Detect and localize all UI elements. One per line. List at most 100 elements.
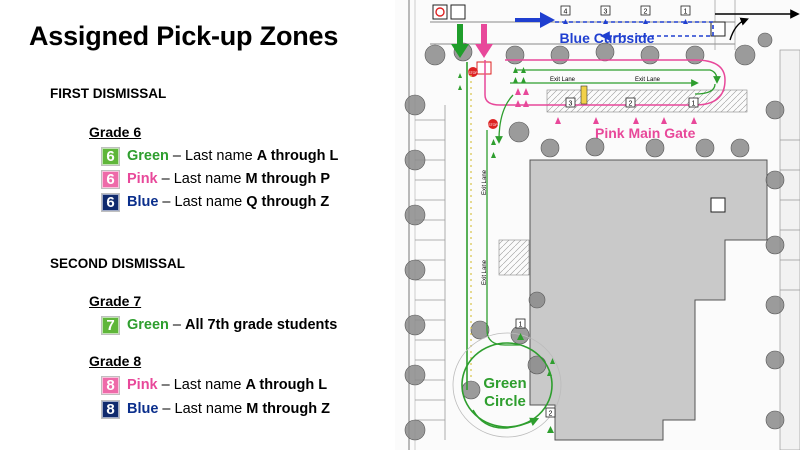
green-station-marker: [515, 318, 526, 329]
green-stations: 1 2: [458, 67, 556, 433]
green-circle-label-2: Circle: [484, 393, 526, 410]
zone-color-name: Blue: [127, 401, 159, 417]
exit-lane-left: [486, 130, 520, 346]
parking-stalls-right: [780, 139, 800, 291]
blue-stations: 4 3 2 1: [560, 5, 691, 24]
circle-drive-edge: [452, 332, 562, 438]
zone-color-name: Pink: [127, 377, 158, 393]
page-title: Assigned Pick-up Zones: [29, 21, 339, 51]
pink-station-marker: [688, 97, 699, 108]
pink-station-marker: [565, 97, 576, 108]
row-range: A through L: [256, 148, 339, 164]
grade-6-pink-badge: 6: [101, 169, 120, 189]
row-text: Last name: [173, 171, 246, 187]
blue-station-label: 4: [564, 9, 568, 16]
pink-entry-arrow-icon: [475, 24, 493, 58]
hatched-area: [498, 239, 530, 276]
blue-curbside-label: Blue Curbside: [560, 30, 655, 46]
exit-lane-label-2: Exit Lane: [635, 77, 661, 83]
grade-6-label: Grade 6: [89, 124, 142, 140]
no-turn-sign-icon: [450, 4, 466, 20]
turn-arrow: [729, 17, 749, 41]
grade-6-green-badge: 6: [101, 146, 120, 166]
row-range: Q through Z: [246, 194, 330, 210]
blue-station-marker: [640, 5, 651, 16]
blue-station-marker: [600, 5, 611, 16]
blue-station-label: 3: [604, 9, 608, 16]
green-station-marker: [545, 407, 556, 418]
grade-8-blue-badge: 8: [101, 399, 120, 419]
zone-color-name: Green: [127, 148, 169, 164]
blue-station-label: 2: [644, 9, 648, 16]
first-dismissal-header: FIRST DISMISSAL: [50, 86, 167, 101]
dash: –: [161, 171, 170, 187]
school-building: [529, 159, 768, 441]
green-circle-arrow: [472, 409, 540, 429]
green-station-label: 1: [519, 322, 523, 329]
grade-7-green-row: 7 Green – All 7th grade students: [101, 315, 338, 335]
second-dismissal-header: SECOND DISMISSAL: [50, 256, 186, 271]
pink-station-label: 2: [629, 101, 633, 108]
stop-sign-icon: [488, 119, 498, 129]
stop-sign-icon: [468, 67, 478, 77]
exit-lane-upper-left: [495, 94, 514, 144]
row-range: M through P: [245, 171, 331, 187]
grade-7-green-badge: 7: [101, 315, 120, 335]
pink-main-gate-label: Pink Main Gate: [595, 125, 696, 141]
pink-station-marker: [625, 97, 636, 108]
blue-station-marker: [560, 5, 571, 16]
no-entry-sign-icon: [432, 4, 448, 20]
exit-lane-curve: [694, 83, 716, 95]
green-circle-label-1: Green: [483, 375, 526, 392]
row-text: Last name: [185, 148, 257, 164]
site-map: 4 3 2 1 Blue Curbside Exit Lane Exit Lan…: [395, 0, 800, 450]
grade-6-blue-row: 6 Blue – Last name Q through Z: [101, 192, 330, 212]
site-map-svg: 4 3 2 1 Blue Curbside Exit Lane Exit Lan…: [395, 0, 800, 450]
grade-8-pink-badge: 8: [101, 375, 120, 395]
grade-6-blue-badge: 6: [101, 192, 120, 212]
dash: –: [162, 194, 171, 210]
stop-sign-text: STOP: [488, 123, 498, 127]
zone-color-name: Blue: [127, 194, 159, 210]
blue-station-marker: [680, 5, 691, 16]
zone-color-name: Pink: [127, 171, 158, 187]
dash: –: [162, 401, 171, 417]
grade-8-label: Grade 8: [89, 353, 142, 369]
pink-station-label: 1: [692, 101, 696, 108]
green-entry-arrow-icon: [451, 24, 469, 58]
pink-route-loop: [484, 59, 726, 106]
grade-6-pink-row: 6 Pink – Last name M through P: [101, 169, 331, 189]
no-left-sign-icon: [710, 21, 726, 37]
row-text: Last name: [174, 194, 247, 210]
dash: –: [172, 148, 181, 164]
stop-sign-text: STOP: [468, 71, 478, 75]
grade-8-pink-row: 8 Pink – Last name A through L: [101, 375, 328, 395]
grade-6-green-row: 6 Green – Last name A through L: [101, 146, 339, 166]
grade-8-blue-row: 8 Blue – Last name M through Z: [101, 399, 331, 419]
zone-color-name: Green: [127, 317, 169, 333]
grade-7-label: Grade 7: [89, 293, 142, 309]
row-text: Last name: [173, 377, 246, 393]
row-range: A through L: [245, 377, 328, 393]
dash: –: [172, 317, 181, 333]
blue-route-curb: [600, 21, 714, 41]
pink-stations: 3 2 1: [515, 88, 699, 124]
blue-entry-arrow-icon: [515, 12, 555, 28]
hatched-walk: [546, 89, 748, 113]
gate-box: [476, 61, 492, 75]
no-parking-sign-icon: [710, 197, 726, 213]
parking-stalls-left: [415, 105, 446, 440]
row-text: Last name: [174, 401, 247, 417]
green-station-label: 2: [549, 411, 553, 418]
dash: –: [161, 377, 170, 393]
zone-legend-panel: Assigned Pick-up Zones FIRST DISMISSAL G…: [0, 0, 395, 450]
exit-lane-upper: [515, 69, 721, 84]
exit-lane-label-4: Exit Lane: [482, 259, 488, 285]
green-circle-loop: [461, 342, 553, 428]
pink-station-label: 3: [569, 101, 573, 108]
sign-circle: [435, 7, 445, 17]
exit-lane-label-3: Exit Lane: [482, 169, 488, 195]
row-range: M through Z: [246, 401, 331, 417]
exit-lane-label-1: Exit Lane: [550, 77, 576, 83]
row-text: All 7th grade students: [185, 317, 338, 333]
